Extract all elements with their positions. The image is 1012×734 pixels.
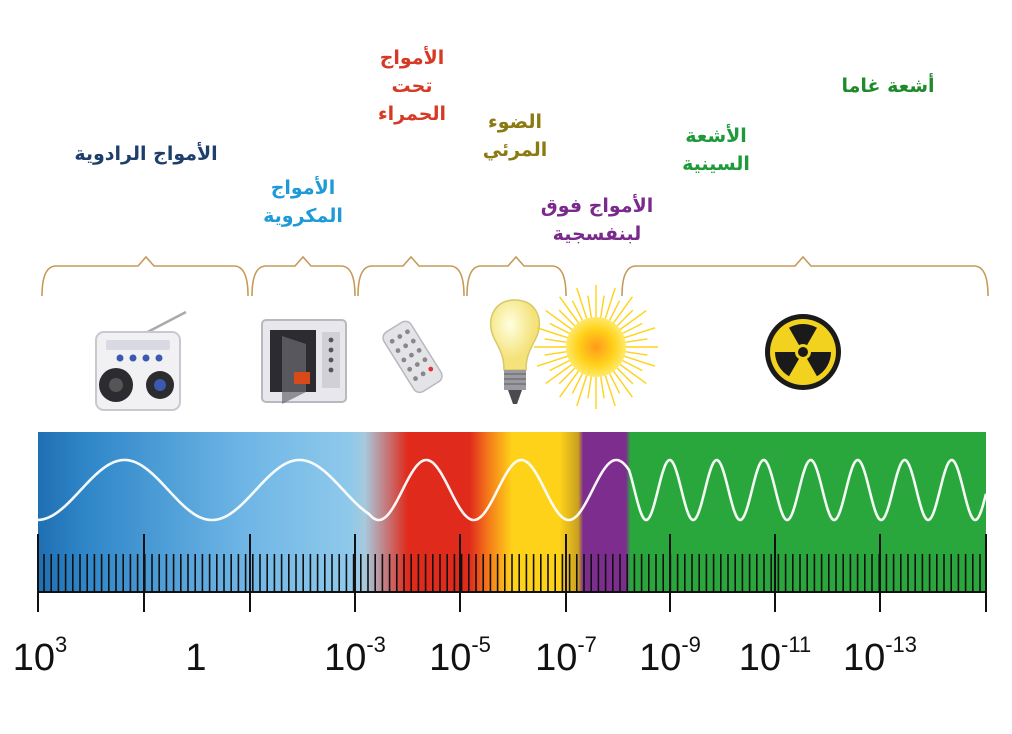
band-label-micro: الأمواج المكروية [213, 174, 393, 230]
band-label-radio: الأمواج الرادوية [56, 140, 236, 168]
band-label-line: السينية [682, 153, 750, 175]
scale-label: 1 [185, 637, 206, 679]
band-label-line: الأمواج [270, 177, 336, 199]
radiation-icon [765, 314, 841, 390]
sun-icon [534, 285, 658, 409]
band-label-xray: الأشعة السينية [626, 122, 806, 178]
band-label-line: المكروية [263, 205, 343, 227]
band-label-line: الأشعة [685, 125, 747, 147]
wave-line [37, 458, 988, 522]
band-label-line: الضوء [488, 111, 542, 133]
scale-label: 10-3 [324, 632, 386, 679]
band-label-visible: الضوء المرئي [425, 108, 605, 164]
band-label-line: الأمواج فوق [540, 195, 654, 217]
band-brace [41, 255, 249, 297]
scale-label: 10-7 [535, 632, 597, 679]
band-label-ir: الأمواج تحت الحمراء [322, 44, 502, 128]
radio-icon [95, 310, 187, 411]
band-brace [466, 255, 567, 297]
band-label-line: المرئي [482, 139, 548, 161]
band-label-line: الحمراء [377, 103, 447, 125]
scale-label: 103 [13, 632, 68, 679]
microwave-oven-icon [261, 319, 347, 404]
band-label-gamma: أشعة غاما [798, 72, 978, 100]
band-brace [251, 255, 356, 297]
band-brace [621, 255, 989, 297]
light-bulb-icon [489, 299, 541, 404]
scale-label: 10-9 [639, 632, 701, 679]
band-label-line: لبنفسجية [552, 223, 642, 245]
scale-label: 10-5 [429, 632, 491, 679]
band-brace [357, 255, 465, 297]
band-label-line: تحت [391, 75, 433, 97]
band-label-line: الأمواج [379, 47, 445, 69]
scale-label: 10-11 [739, 632, 811, 679]
scale-label: 10-13 [843, 632, 917, 679]
band-label-uv: الأمواج فوق لبنفسجية [507, 192, 687, 248]
band-label-line: الأمواج الرادوية [74, 143, 218, 165]
band-label-line: أشعة غاما [841, 75, 935, 97]
remote-control-icon [382, 320, 443, 394]
